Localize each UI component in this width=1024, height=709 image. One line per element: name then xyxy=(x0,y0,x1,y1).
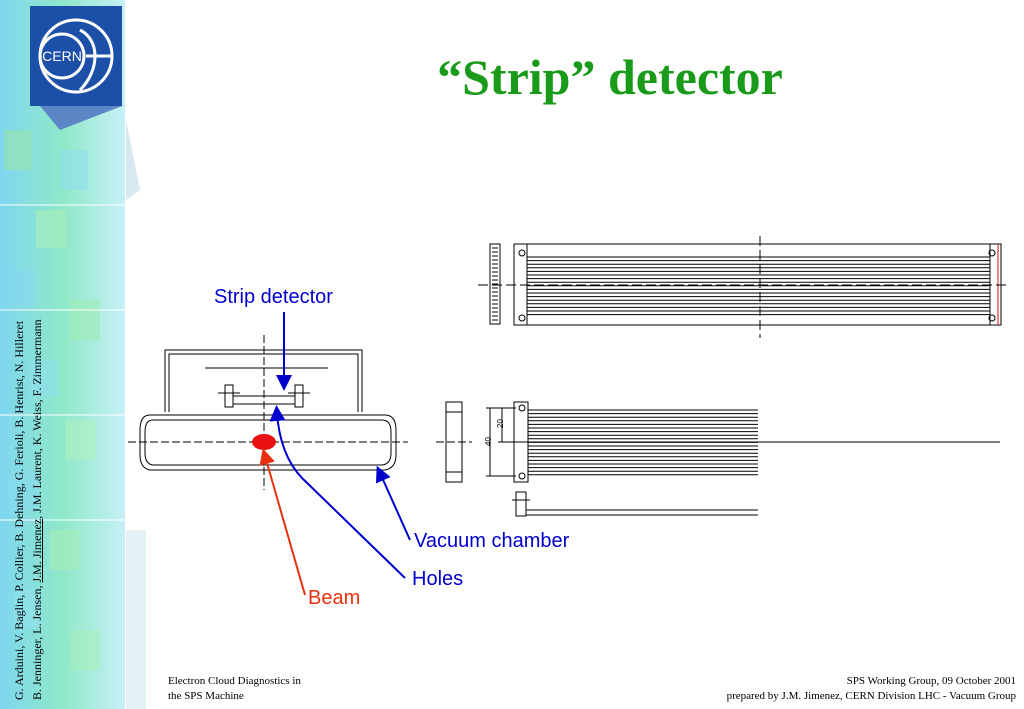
slide-title: “Strip” detector xyxy=(437,49,783,105)
footer-right-line-1: SPS Working Group, 09 October 2001 xyxy=(846,675,1016,687)
left-decorative-band: CERN xyxy=(0,0,146,709)
footer-left-line-1: Electron Cloud Diagnostics in xyxy=(168,675,301,687)
side-view-drawing xyxy=(436,401,1000,517)
label-beam: Beam xyxy=(308,587,361,609)
footer-left-line-2: the SPS Machine xyxy=(168,690,244,702)
label-vacuum-chamber: Vacuum chamber xyxy=(414,530,570,552)
cern-logo: CERN xyxy=(30,6,122,130)
beam-arrow xyxy=(259,448,306,596)
label-holes: Holes xyxy=(412,568,464,590)
footer-left: Electron Cloud Diagnostics in the SPS Ma… xyxy=(168,674,301,704)
svg-text:CERN: CERN xyxy=(42,48,82,64)
holes-arrow xyxy=(269,405,406,579)
vacuum-chamber-arrow xyxy=(375,465,411,541)
top-view-drawing xyxy=(478,236,1010,338)
dimension-20: 20 xyxy=(496,419,505,428)
dimension-40: 40 xyxy=(484,437,493,446)
label-strip-detector: Strip detector xyxy=(214,286,333,308)
footer-right: SPS Working Group, 09 October 2001 prepa… xyxy=(727,674,1016,704)
beam-marker xyxy=(252,434,276,450)
footer-right-line-2: prepared by J.M. Jimenez, CERN Division … xyxy=(726,690,1016,702)
cross-section-drawing xyxy=(128,335,408,490)
